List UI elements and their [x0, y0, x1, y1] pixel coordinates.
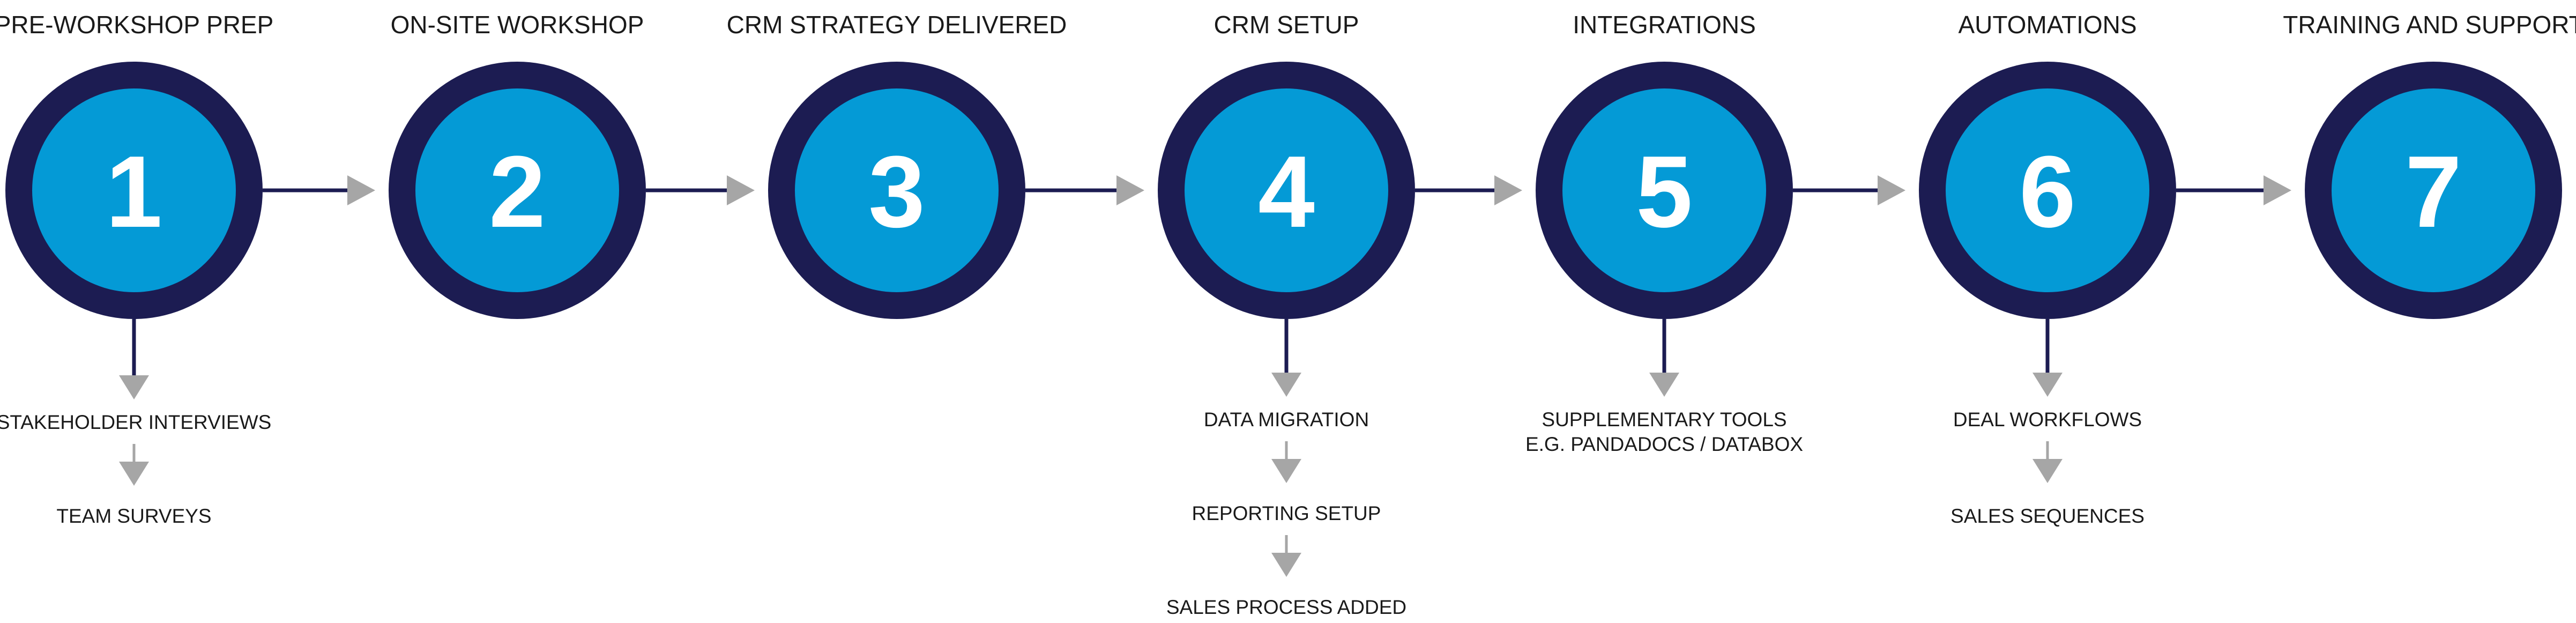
step-title: INTEGRATIONS — [1573, 11, 1756, 39]
step-circle — [795, 88, 999, 292]
arrowhead — [2264, 175, 2291, 205]
arrowhead — [2032, 459, 2063, 483]
arrowhead — [1116, 175, 1144, 205]
step-circle — [32, 88, 236, 292]
step-circle — [1562, 88, 1766, 292]
step-number: 5 — [1636, 135, 1693, 249]
sub-item: DATA MIGRATION — [1204, 409, 1369, 431]
step-number: 7 — [2405, 135, 2462, 249]
arrowhead — [119, 462, 149, 486]
arrowhead — [1649, 373, 1679, 397]
step-3: CRM STRATEGY DELIVERED 3 — [727, 11, 1067, 319]
step-7: TRAINING AND SUPPORT 7 — [2283, 11, 2576, 319]
sub-item: SALES SEQUENCES — [1950, 505, 2145, 527]
arrowhead — [119, 375, 149, 399]
connector-arrow — [263, 175, 375, 205]
sub-item: STAKEHOLDER INTERVIEWS — [0, 411, 271, 433]
step-circle — [415, 88, 619, 292]
step-title: PRE-WORKSHOP PREP — [0, 11, 273, 39]
arrowhead — [1878, 175, 1905, 205]
connector-arrow — [1793, 175, 1905, 205]
arrowhead — [1271, 373, 1301, 397]
arrowhead — [1271, 553, 1301, 577]
arrowhead — [347, 175, 375, 205]
arrowhead — [2032, 373, 2063, 397]
arrowhead — [1271, 459, 1301, 483]
connector-arrow — [1025, 175, 1144, 205]
step-number: 2 — [489, 135, 546, 249]
sub-item: SALES PROCESS ADDED — [1166, 596, 1406, 618]
step-title: CRM STRATEGY DELIVERED — [727, 11, 1067, 39]
sub-item: REPORTING SETUP — [1192, 502, 1381, 524]
connector-arrow — [1415, 175, 1522, 205]
arrowhead — [1494, 175, 1522, 205]
step-number: 1 — [106, 135, 162, 249]
connector-arrow — [2176, 175, 2291, 205]
sub-item: DEAL WORKFLOWS — [1953, 409, 2142, 431]
step-number: 3 — [868, 135, 925, 249]
step-circle — [2332, 88, 2535, 292]
step-title: TRAINING AND SUPPORT — [2283, 11, 2576, 39]
step-2: ON-SITE WORKSHOP 2 — [389, 11, 646, 319]
step-title: AUTOMATIONS — [1958, 11, 2136, 39]
step-title: CRM SETUP — [1214, 11, 1359, 39]
step-title: ON-SITE WORKSHOP — [391, 11, 644, 39]
step-number: 6 — [2019, 135, 2076, 249]
step-circle — [1946, 88, 2149, 292]
connector-arrow — [646, 175, 755, 205]
arrowhead — [727, 175, 755, 205]
step-number: 4 — [1258, 135, 1315, 249]
step-circle — [1185, 88, 1388, 292]
sub-item: TEAM SURVEYS — [56, 505, 211, 527]
